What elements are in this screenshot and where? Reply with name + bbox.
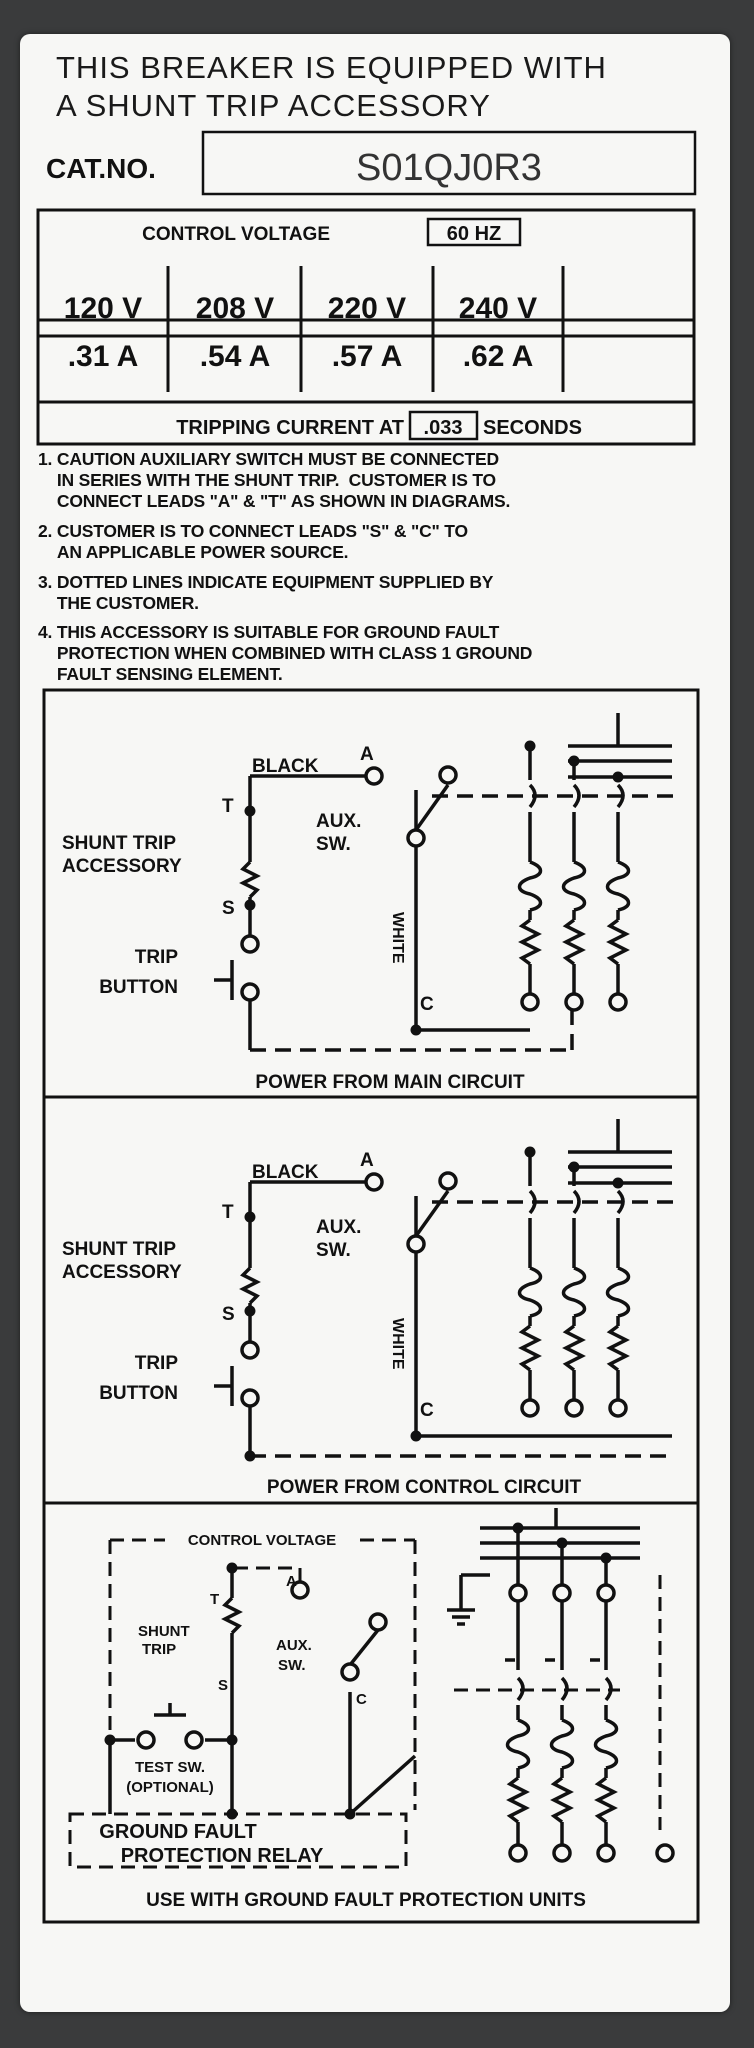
d2-s-label: S	[222, 1304, 235, 1325]
d2-aux-1: AUX.	[316, 1217, 361, 1238]
d3-test-2: (OPTIONAL)	[126, 1779, 214, 1796]
d1-white-label: WHITE	[389, 912, 406, 964]
d1-t-label: T	[222, 796, 234, 817]
header-line-1: THIS BREAKER IS EQUIPPED WITH	[56, 50, 607, 85]
d1-aux-2: SW.	[316, 834, 351, 855]
d1-aux-1: AUX.	[316, 811, 361, 832]
d2-shunt-1: SHUNT TRIP	[62, 1239, 176, 1260]
note-4-number: 4.	[38, 622, 53, 642]
diagram-frames	[42, 688, 700, 1924]
d2-black-label: BLACK	[252, 1162, 319, 1183]
d3-a-label: A	[286, 1573, 297, 1590]
d2-c-label: C	[420, 1400, 434, 1421]
tripping-unit: SECONDS	[483, 417, 582, 439]
control-voltage-label: CONTROL VOLTAGE	[142, 224, 330, 245]
note-2: 2. CUSTOMER IS TO CONNECT LEADS "S" & "C…	[38, 521, 688, 563]
diagram-2-caption: POWER FROM CONTROL CIRCUIT	[267, 1477, 582, 1498]
d2-white-label: WHITE	[389, 1318, 406, 1370]
d2-a-label: A	[360, 1150, 374, 1171]
note-3-number: 3.	[38, 572, 53, 592]
d3-control-voltage: CONTROL VOLTAGE	[188, 1532, 336, 1549]
cat-box	[201, 130, 697, 196]
current-2: .54 A	[200, 340, 271, 373]
d1-trip-2: BUTTON	[99, 977, 178, 998]
note-3-text: DOTTED LINES INDICATE EQUIPMENT SUPPLIED…	[56, 572, 494, 613]
d2-aux-2: SW.	[316, 1240, 351, 1261]
frequency-value: 60 HZ	[447, 223, 501, 245]
cat-value: S01QJ0R3	[356, 147, 542, 189]
voltage-3: 220 V	[328, 292, 406, 325]
d3-shunt-2: TRIP	[142, 1641, 176, 1658]
note-1-text: CAUTION AUXILIARY SWITCH MUST BE CONNECT…	[56, 449, 511, 511]
d2-shunt-2: ACCESSORY	[62, 1262, 182, 1283]
d3-s-label: S	[218, 1677, 228, 1694]
header-line-2: A SHUNT TRIP ACCESSORY	[56, 88, 491, 123]
d3-relay-1: GROUND FAULT	[99, 1821, 256, 1843]
diagram-1	[214, 713, 680, 1052]
d3-aux-1: AUX.	[276, 1637, 312, 1654]
d1-shunt-1: SHUNT TRIP	[62, 833, 176, 854]
voltage-4: 240 V	[459, 292, 537, 325]
d2-trip-2: BUTTON	[99, 1383, 178, 1404]
note-1: 1. CAUTION AUXILIARY SWITCH MUST BE CONN…	[38, 449, 688, 512]
d1-s-label: S	[222, 898, 235, 919]
current-3: .57 A	[332, 340, 403, 373]
note-1-number: 1.	[38, 449, 53, 469]
d1-trip-1: TRIP	[135, 947, 179, 968]
cat-label: CAT.NO.	[46, 153, 156, 184]
diagram-3-caption: USE WITH GROUND FAULT PROTECTION UNITS	[146, 1890, 586, 1911]
tripping-value: .033	[424, 417, 463, 439]
breaker-label	[20, 34, 730, 2012]
d2-t-label: T	[222, 1202, 234, 1223]
d1-shunt-2: ACCESSORY	[62, 856, 182, 877]
d3-test-1: TEST SW.	[135, 1759, 205, 1776]
current-4: .62 A	[463, 340, 534, 373]
note-4-text: THIS ACCESSORY IS SUITABLE FOR GROUND FA…	[56, 622, 533, 684]
current-1: .31 A	[68, 340, 139, 373]
d3-t-label: T	[210, 1591, 219, 1608]
note-3: 3. DOTTED LINES INDICATE EQUIPMENT SUPPL…	[38, 572, 688, 614]
d3-shunt-1: SHUNT	[138, 1623, 190, 1640]
voltage-2: 208 V	[196, 292, 274, 325]
diagram-2	[214, 1119, 680, 1462]
d1-a-label: A	[360, 744, 374, 765]
note-2-text: CUSTOMER IS TO CONNECT LEADS "S" & "C" T…	[56, 521, 468, 562]
tripping-label: TRIPPING CURRENT AT	[176, 417, 404, 439]
voltage-table	[36, 208, 696, 446]
d3-aux-2: SW.	[278, 1657, 306, 1674]
d2-trip-1: TRIP	[135, 1353, 179, 1374]
voltage-1: 120 V	[64, 292, 142, 325]
d3-relay-2: PROTECTION RELAY	[121, 1845, 324, 1867]
d1-c-label: C	[420, 994, 434, 1015]
diagram-1-caption: POWER FROM MAIN CIRCUIT	[255, 1072, 525, 1093]
d3-c-label: C	[356, 1691, 367, 1708]
diagram-3	[68, 1508, 675, 1869]
d1-black-label: BLACK	[252, 756, 319, 777]
note-4: 4. THIS ACCESSORY IS SUITABLE FOR GROUND…	[38, 622, 688, 685]
note-2-number: 2.	[38, 521, 53, 541]
